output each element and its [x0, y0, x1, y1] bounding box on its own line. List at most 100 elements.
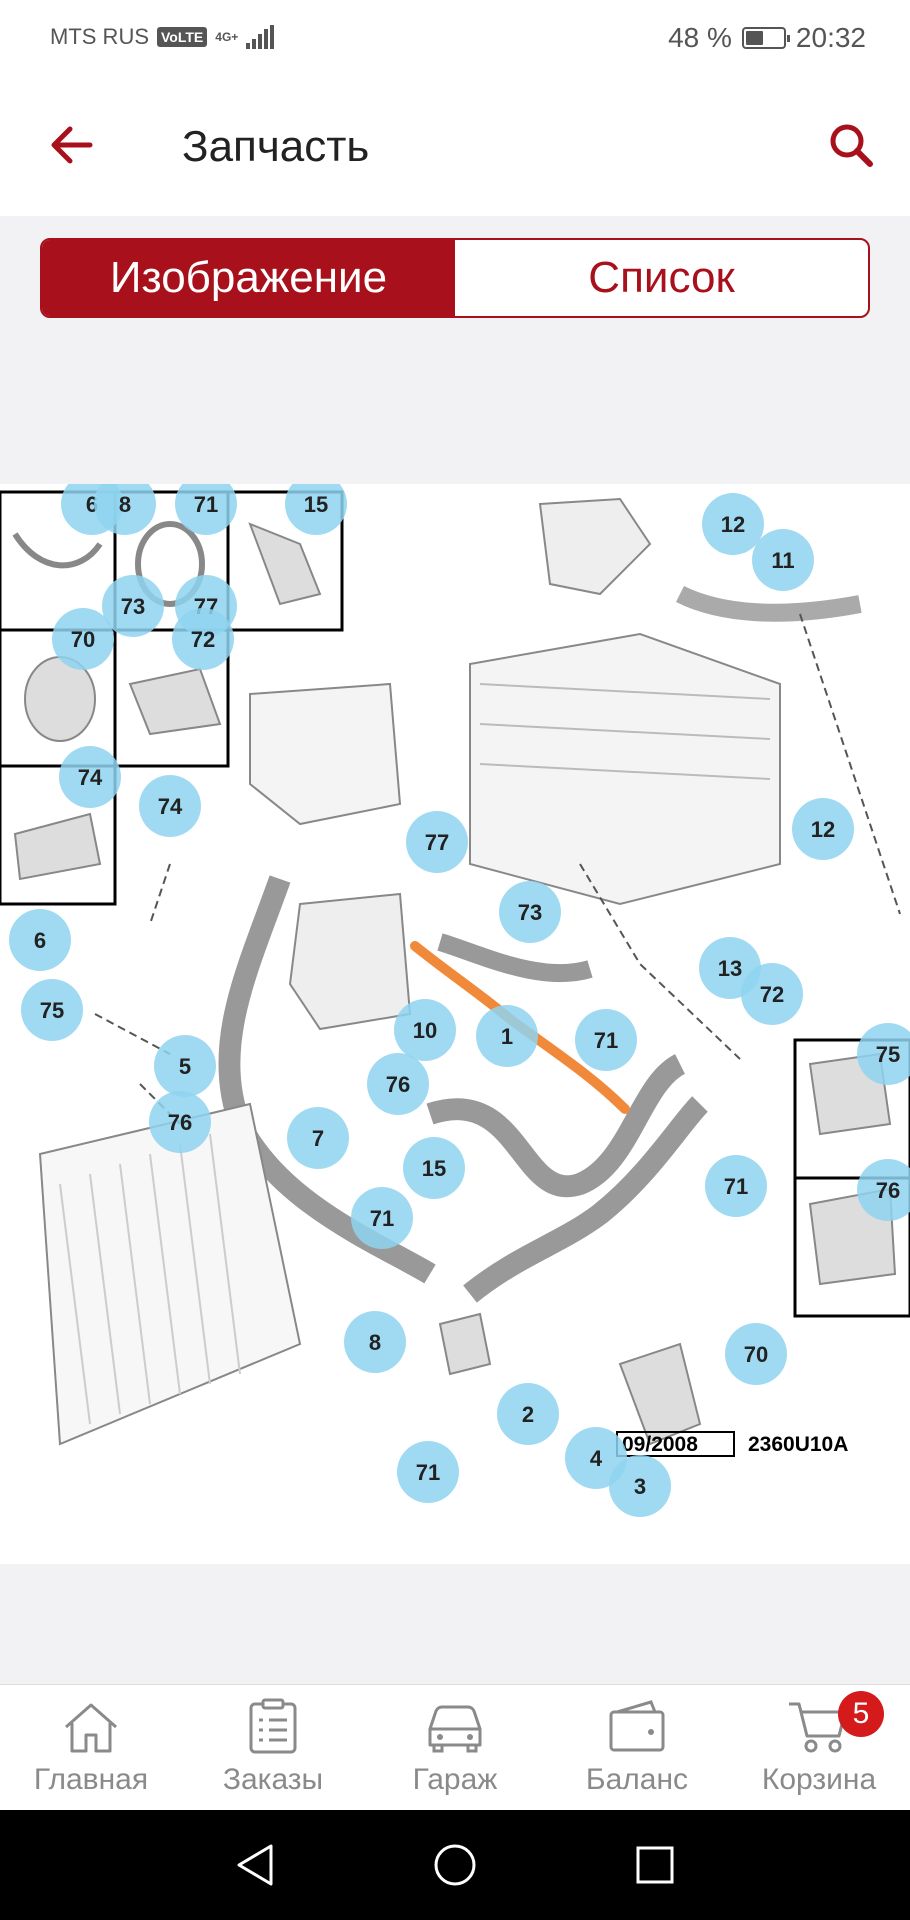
callout-74[interactable]: 74 [59, 746, 121, 808]
svg-text:6: 6 [34, 928, 46, 953]
svg-text:1: 1 [501, 1024, 513, 1049]
nav-cart-label: Корзина [761, 1763, 877, 1796]
svg-text:74: 74 [78, 765, 103, 790]
svg-text:10: 10 [413, 1018, 437, 1043]
battery-percent: 48 % [668, 22, 732, 53]
system-home-button[interactable] [430, 1840, 480, 1890]
search-icon [830, 124, 873, 167]
callout-4[interactable]: 4 [565, 1427, 627, 1489]
system-navigation [0, 1810, 910, 1920]
callout-15[interactable]: 15 [403, 1137, 465, 1199]
callout-3[interactable]: 3 [609, 1455, 671, 1517]
nav-garage[interactable]: Гараж [364, 1685, 546, 1810]
svg-text:12: 12 [811, 817, 835, 842]
back-button[interactable] [40, 114, 102, 176]
tab-image[interactable]: Изображение [42, 240, 455, 316]
callout-76[interactable]: 76 [857, 1159, 910, 1221]
svg-text:76: 76 [168, 1110, 192, 1135]
square-recents-icon [636, 1846, 674, 1884]
svg-text:8: 8 [119, 492, 131, 517]
svg-text:11: 11 [771, 548, 794, 573]
svg-text:15: 15 [422, 1156, 446, 1181]
tab-list[interactable]: Список [588, 253, 735, 302]
system-recents-button[interactable] [630, 1840, 680, 1890]
svg-text:71: 71 [416, 1460, 440, 1485]
svg-text:4: 4 [590, 1446, 603, 1471]
nav-cart[interactable]: Корзина 5 [728, 1685, 910, 1810]
callout-71[interactable]: 71 [575, 1009, 637, 1071]
svg-text:3: 3 [634, 1474, 646, 1499]
arrow-left-icon [51, 126, 93, 164]
callout-74[interactable]: 74 [139, 775, 201, 837]
callout-11[interactable]: 11 [752, 529, 814, 591]
callout-6[interactable]: 6 [9, 909, 71, 971]
callout-12[interactable]: 12 [792, 798, 854, 860]
svg-text:75: 75 [876, 1042, 900, 1067]
callout-73[interactable]: 73 [499, 881, 561, 943]
callout-70[interactable]: 70 [725, 1323, 787, 1385]
home-icon [58, 1697, 124, 1757]
battery-icon [741, 27, 790, 49]
system-back-button[interactable] [230, 1840, 280, 1890]
callout-71[interactable]: 71 [705, 1155, 767, 1217]
callout-72[interactable]: 72 [741, 963, 803, 1025]
search-button[interactable] [820, 114, 882, 176]
orders-icon [240, 1697, 306, 1757]
wallet-icon [604, 1697, 670, 1757]
callout-10[interactable]: 10 [394, 999, 456, 1061]
callout-8[interactable]: 8 [94, 484, 156, 535]
callout-5[interactable]: 5 [154, 1035, 216, 1097]
svg-text:75: 75 [40, 998, 64, 1023]
svg-text:72: 72 [191, 627, 215, 652]
callout-72[interactable]: 72 [172, 608, 234, 670]
svg-text:77: 77 [425, 830, 449, 855]
svg-text:76: 76 [386, 1072, 410, 1097]
svg-text:15: 15 [304, 492, 328, 517]
callout-71[interactable]: 71 [175, 484, 237, 535]
svg-text:73: 73 [518, 900, 542, 925]
triangle-back-icon [237, 1844, 273, 1886]
svg-text:72: 72 [760, 982, 784, 1007]
nav-orders-label: Заказы [222, 1763, 324, 1796]
callout-75[interactable]: 75 [21, 979, 83, 1041]
callout-2[interactable]: 2 [497, 1383, 559, 1445]
callout-70[interactable]: 70 [52, 608, 114, 670]
svg-text:7: 7 [312, 1126, 324, 1151]
callout-71[interactable]: 71 [397, 1441, 459, 1503]
callout-7[interactable]: 7 [287, 1107, 349, 1169]
nav-home[interactable]: Главная [0, 1685, 182, 1810]
svg-text:74: 74 [158, 794, 183, 819]
svg-text:13: 13 [718, 956, 742, 981]
stamp-code: 2360U10A [748, 1433, 848, 1456]
callout-75[interactable]: 75 [857, 1023, 910, 1085]
carrier-name: MTS RUS [50, 24, 149, 49]
status-right: 48 % 20:32 [668, 22, 866, 54]
svg-text:5: 5 [179, 1054, 191, 1079]
network-type: 4G+ [215, 30, 239, 44]
svg-text:71: 71 [594, 1028, 618, 1053]
svg-text:76: 76 [876, 1178, 900, 1203]
svg-text:2: 2 [522, 1402, 534, 1427]
carrier-info: MTS RUS VoLTE 4G+ [50, 24, 275, 50]
callout-12[interactable]: 12 [702, 493, 764, 555]
svg-text:70: 70 [744, 1342, 768, 1367]
view-tabs: Изображение Список [40, 238, 870, 318]
callout-73[interactable]: 73 [102, 575, 164, 637]
status-bar: MTS RUS VoLTE 4G+ 48 % 20:32 [0, 0, 910, 78]
circle-home-icon [434, 1844, 476, 1886]
callout-8[interactable]: 8 [344, 1311, 406, 1373]
clock: 20:32 [795, 22, 866, 53]
callout-76[interactable]: 76 [149, 1091, 211, 1153]
nav-balance[interactable]: Баланс [546, 1685, 728, 1810]
callout-15[interactable]: 15 [285, 484, 347, 535]
svg-text:70: 70 [71, 627, 95, 652]
callout-77[interactable]: 77 [406, 811, 468, 873]
callout-76[interactable]: 76 [367, 1053, 429, 1115]
callout-1[interactable]: 1 [476, 1005, 538, 1067]
nav-garage-label: Гараж [412, 1763, 498, 1796]
callout-71[interactable]: 71 [351, 1187, 413, 1249]
nav-orders[interactable]: Заказы [182, 1685, 364, 1810]
